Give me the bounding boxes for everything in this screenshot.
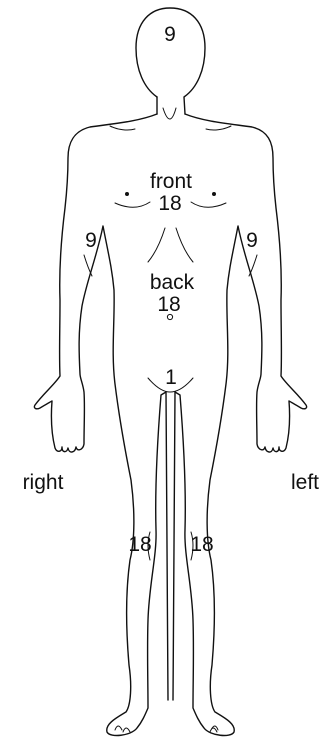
back-label: back bbox=[150, 271, 195, 294]
front-label: front bbox=[150, 170, 192, 193]
region-labels: 9 front 18 9 9 back 18 1 18 18 right lef… bbox=[23, 23, 320, 556]
right-leg-label: 18 bbox=[128, 533, 151, 556]
left-arm-label: 9 bbox=[246, 229, 258, 252]
back-value: 18 bbox=[157, 293, 180, 316]
right-side-label: right bbox=[23, 471, 64, 494]
head-label: 9 bbox=[164, 23, 176, 46]
front-value: 18 bbox=[158, 192, 181, 215]
left-nipple-icon bbox=[213, 193, 216, 196]
right-nipple-icon bbox=[126, 193, 129, 196]
right-arm-label: 9 bbox=[85, 229, 97, 252]
left-leg-label: 18 bbox=[190, 533, 213, 556]
groin-label: 1 bbox=[165, 366, 177, 389]
left-side-label: left bbox=[291, 471, 319, 494]
